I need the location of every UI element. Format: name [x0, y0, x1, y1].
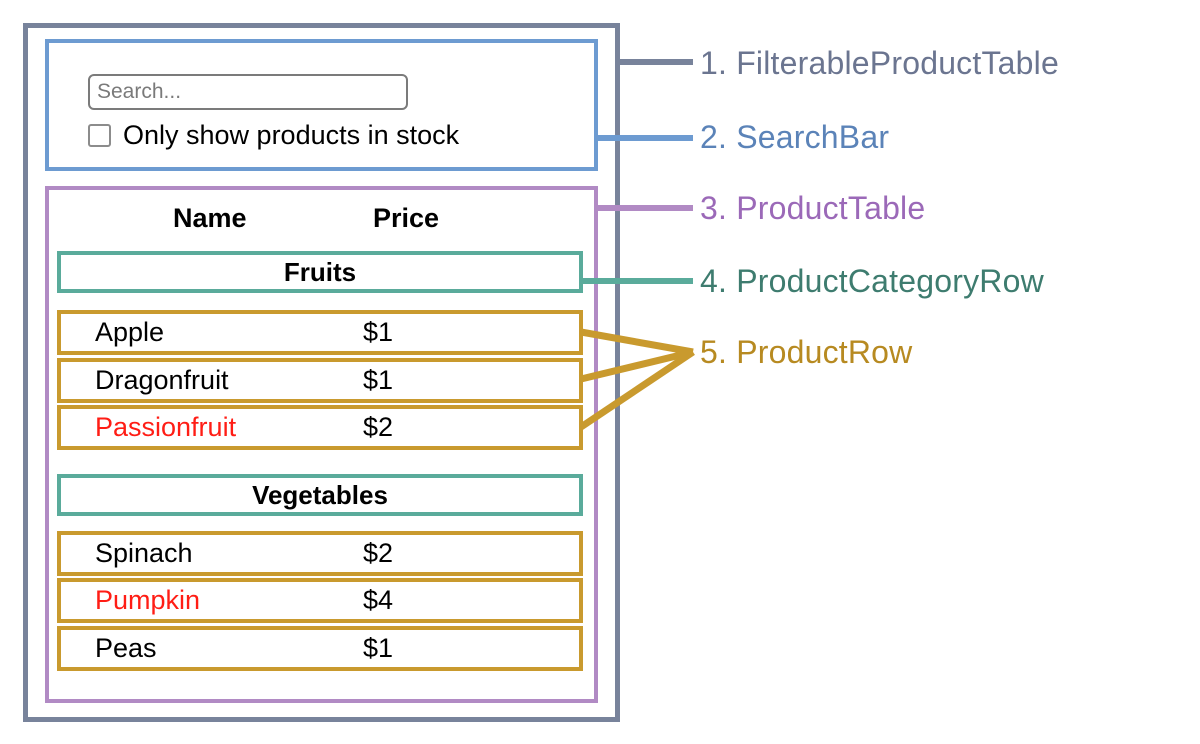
annotation-number-4: 4. — [700, 263, 728, 299]
annotation-text-1: FilterableProductTable — [736, 45, 1059, 81]
category-label: Vegetables — [252, 480, 388, 510]
annotation-number-1: 1. — [700, 45, 728, 81]
annotation-number-5: 5. — [700, 334, 728, 370]
product-name: Pumpkin — [95, 585, 201, 615]
annotation-text-2: SearchBar — [736, 119, 890, 155]
annotation-number-2: 2. — [700, 119, 728, 155]
annotation-label-3: 3. ProductTable — [700, 192, 925, 224]
product-row: Passionfruit $2 — [57, 405, 583, 450]
product-table-header: Name Price — [57, 196, 583, 242]
annotation-number-3: 3. — [700, 190, 728, 226]
product-name: Dragonfruit — [95, 365, 229, 395]
column-header-price: Price — [373, 203, 440, 233]
product-name: Passionfruit — [95, 412, 237, 442]
product-row: Apple $1 — [57, 310, 583, 355]
product-price: $4 — [363, 585, 394, 615]
annotation-label-5: 5. ProductRow — [700, 336, 912, 368]
product-price: $1 — [363, 633, 394, 663]
product-row: Pumpkin $4 — [57, 578, 583, 623]
product-category-row: Vegetables — [57, 474, 583, 516]
product-category-row: Fruits — [57, 251, 583, 293]
annotation-label-1: 1. FilterableProductTable — [700, 47, 1059, 79]
product-name: Apple — [95, 317, 165, 347]
product-price: $2 — [363, 538, 394, 568]
product-row: Peas $1 — [57, 626, 583, 671]
only-in-stock-label: Only show products in stock — [123, 120, 460, 150]
annotation-text-5: ProductRow — [736, 334, 913, 370]
annotation-label-4: 4. ProductCategoryRow — [700, 265, 1044, 297]
product-row: Dragonfruit $1 — [57, 358, 583, 403]
category-label: Fruits — [283, 257, 357, 287]
search-input[interactable] — [88, 74, 408, 110]
annotation-text-4: ProductCategoryRow — [736, 263, 1044, 299]
column-header-name: Name — [173, 203, 247, 233]
annotation-label-2: 2. SearchBar — [700, 121, 889, 153]
checkbox-icon[interactable] — [88, 124, 111, 147]
product-name: Spinach — [95, 538, 193, 568]
product-name: Peas — [95, 633, 157, 663]
annotation-text-3: ProductTable — [736, 190, 926, 226]
only-in-stock-checkbox-row[interactable]: Only show products in stock — [88, 122, 459, 149]
product-price: $1 — [363, 317, 394, 347]
product-price: $2 — [363, 412, 394, 442]
product-row: Spinach $2 — [57, 531, 583, 576]
product-price: $1 — [363, 365, 394, 395]
